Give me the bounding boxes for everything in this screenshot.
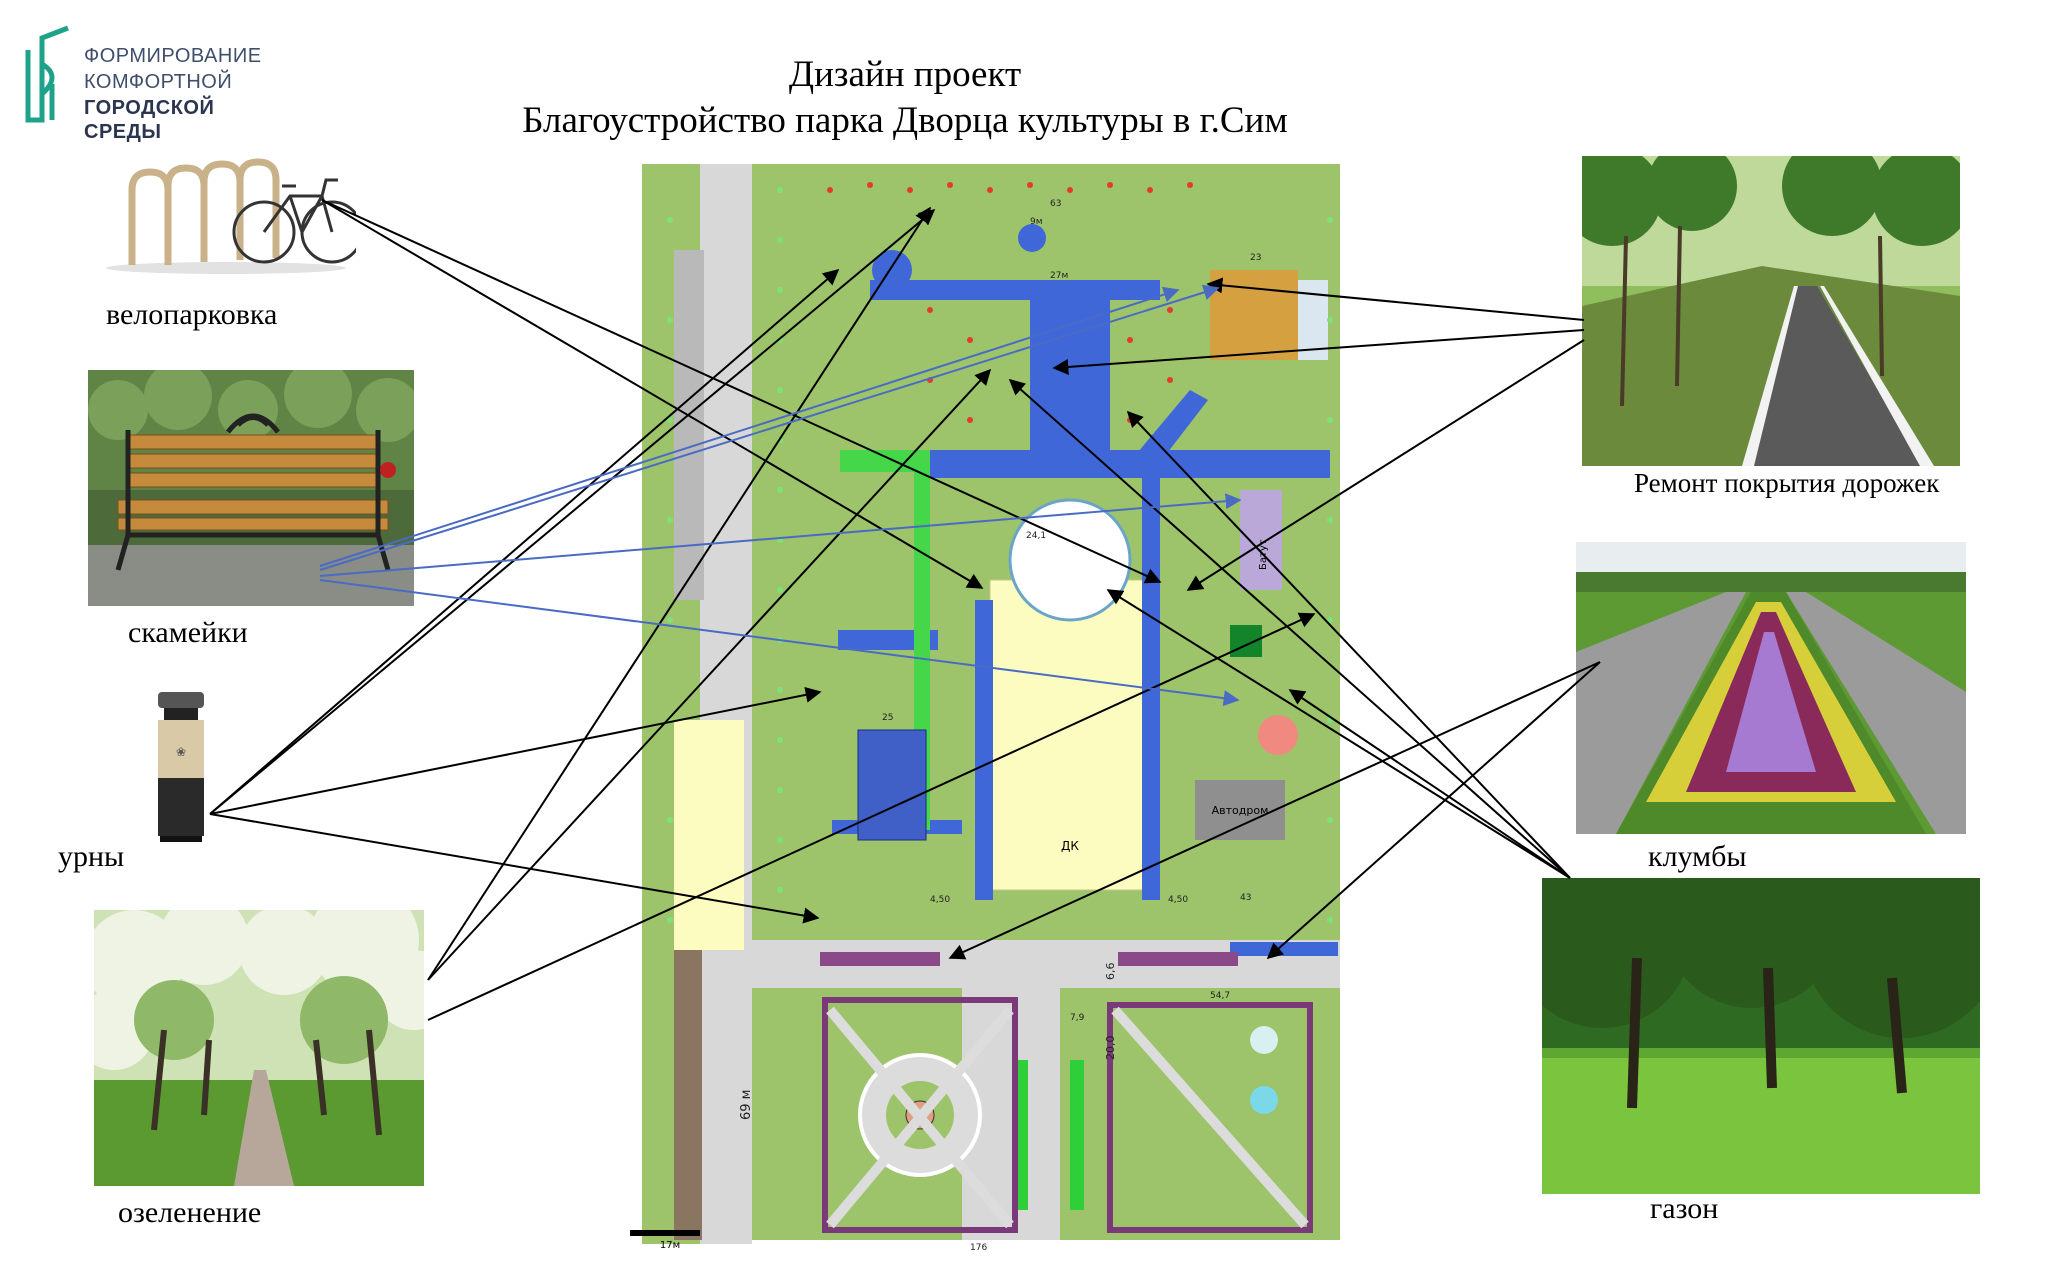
arrow-flower-2 bbox=[1266, 661, 1601, 960]
dk-rotunda bbox=[1008, 498, 1132, 622]
dim-11: 6,6 bbox=[1104, 963, 1117, 981]
site-plan: ДК Батут Автодром bbox=[630, 160, 1340, 1250]
dim-1: 9м bbox=[1030, 217, 1043, 227]
title-line2: Благоустройство парка Дворца культуры в … bbox=[522, 100, 1288, 141]
logo-line2: КОМФОРТНОЙ bbox=[84, 71, 233, 93]
dim-3: 23 bbox=[1250, 253, 1261, 263]
svg-text:❀: ❀ bbox=[176, 745, 186, 759]
label-greening: озеленение bbox=[118, 1196, 262, 1229]
label-path-repair: Ремонт покрытия дорожек bbox=[1634, 468, 1940, 498]
sw-blue-court bbox=[857, 729, 927, 841]
arrow-path-3 bbox=[1186, 339, 1585, 591]
dim-14: 24,1 bbox=[1026, 531, 1046, 541]
dim-7: 54,7 bbox=[1210, 991, 1230, 1001]
label-bins: урны bbox=[58, 840, 125, 873]
lawn-photo bbox=[1542, 878, 1980, 1194]
label-benches: скамейки bbox=[128, 616, 248, 649]
brown-strip bbox=[674, 950, 702, 1240]
red-dots bbox=[827, 182, 1193, 423]
grass-southeast bbox=[1060, 990, 1340, 1240]
sidewalk-main bbox=[700, 164, 752, 1244]
bench-photo bbox=[88, 370, 414, 606]
flowerbed-photo bbox=[1576, 542, 1966, 834]
south-diagonals bbox=[826, 1006, 1309, 1229]
autodrome bbox=[1195, 780, 1285, 840]
arrow-bench-2 bbox=[319, 284, 1220, 571]
arrow-bench-1 bbox=[319, 286, 1180, 567]
arrow-lawn-1 bbox=[1008, 378, 1571, 879]
label-lawn: газон bbox=[1650, 1192, 1719, 1225]
dim-6: 4,50 bbox=[1168, 895, 1188, 905]
dim-9: 69 м bbox=[739, 1090, 754, 1120]
arrow-bins-3 bbox=[209, 813, 820, 924]
pond bbox=[1250, 1086, 1278, 1114]
pink-circle bbox=[1258, 715, 1298, 755]
parking-strip bbox=[674, 250, 704, 600]
logo-line1: ФОРМИРОВАНИЕ bbox=[84, 45, 262, 67]
label-flowerbeds: клумбы bbox=[1648, 840, 1747, 873]
dim-8: 176 bbox=[970, 1243, 987, 1250]
arrow-flower-1 bbox=[948, 661, 1601, 960]
dk-label: ДК bbox=[1061, 839, 1079, 853]
dim-5: 4,50 bbox=[930, 895, 950, 905]
scale-label: 17м bbox=[660, 1240, 680, 1250]
south-square-east bbox=[1107, 1002, 1313, 1233]
arrow-bench-4 bbox=[319, 579, 1240, 707]
flower-band-west bbox=[820, 952, 940, 966]
arrow-bins-2 bbox=[209, 686, 822, 815]
arrow-bins-1 bbox=[209, 268, 840, 815]
arrow-greening-2 bbox=[427, 368, 992, 981]
scale-bar bbox=[630, 1230, 700, 1236]
arrow-path-2 bbox=[1052, 329, 1585, 375]
arrow-bike-1 bbox=[321, 199, 984, 589]
bin-photo: ❀ bbox=[150, 686, 212, 846]
arrow-lawn-3 bbox=[1288, 689, 1571, 879]
dim-13: 43 bbox=[1240, 893, 1251, 903]
arrow-bins-4 bbox=[209, 208, 936, 815]
path-repair-photo bbox=[1582, 156, 1960, 466]
ne-fountain bbox=[1250, 1026, 1278, 1054]
page-title: Дизайн проект Благоустройство парка Двор… bbox=[0, 52, 1810, 144]
arrow-lawn-4 bbox=[1106, 589, 1571, 879]
dim-10: 20,0 bbox=[1104, 1036, 1117, 1061]
greening-photo bbox=[94, 910, 424, 1186]
dim-4: 25 bbox=[882, 713, 893, 723]
logo: ФОРМИРОВАНИЕ КОМФОРТНОЙ ГОРОДСКОЙ СРЕДЫ bbox=[22, 18, 292, 143]
arrow-lawn-2 bbox=[1126, 410, 1571, 879]
bike-parking-photo bbox=[96, 150, 356, 280]
arrow-greening-3 bbox=[427, 612, 1316, 1021]
batut-area bbox=[1240, 490, 1282, 590]
autodrome-label: Автодром bbox=[1212, 804, 1269, 817]
dim-0: 63 bbox=[1050, 199, 1061, 209]
arrow-path-1 bbox=[1206, 277, 1585, 321]
south-square-west bbox=[822, 997, 1018, 1233]
label-bike-parking: велопарковка bbox=[106, 298, 278, 331]
title-line1: Дизайн проект bbox=[788, 54, 1022, 95]
logo-icon bbox=[25, 25, 69, 123]
arrow-bench-3 bbox=[319, 493, 1242, 577]
green-strip-south-2 bbox=[1070, 1060, 1084, 1210]
flower-band-east bbox=[1118, 952, 1238, 966]
dim-12: 7,9 bbox=[1070, 1013, 1085, 1023]
dim-2: 27м bbox=[1050, 271, 1068, 281]
arrow-greening-1 bbox=[427, 206, 931, 981]
logo-line3: ГОРОДСКОЙ СРЕДЫ bbox=[84, 97, 215, 143]
yellow-zone-west bbox=[674, 720, 744, 950]
